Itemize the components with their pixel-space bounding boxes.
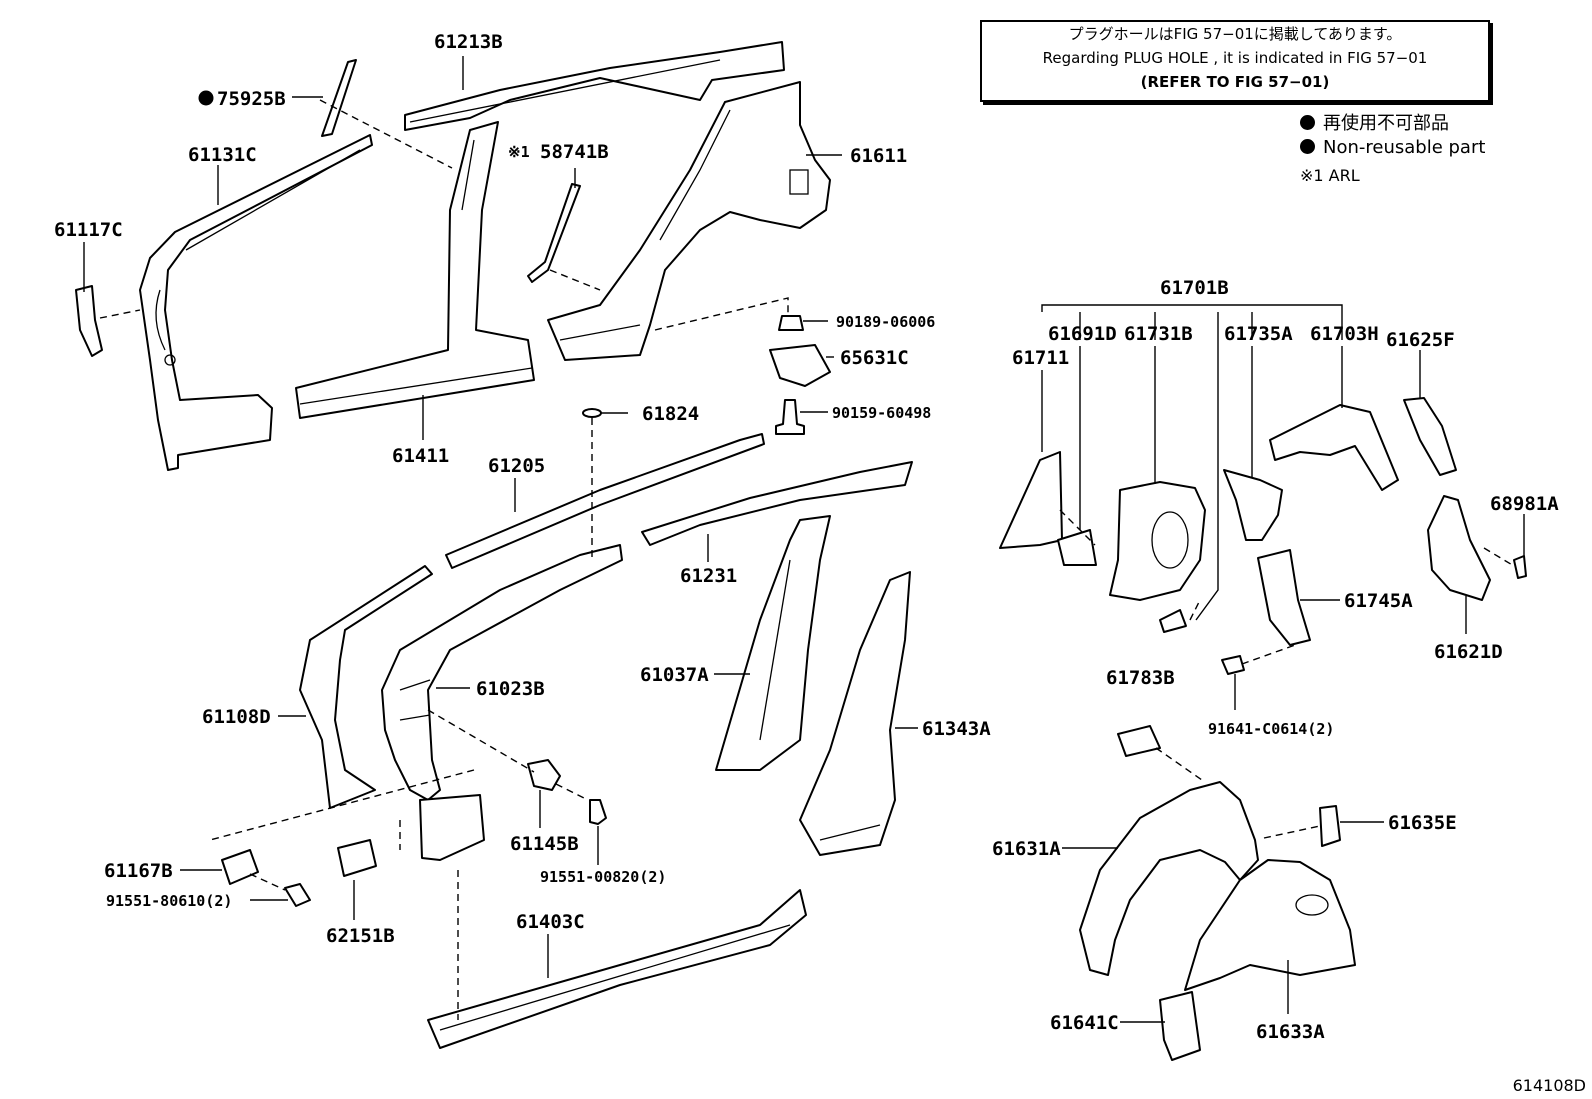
label-61783B: 61783B xyxy=(1106,667,1175,689)
label-62151B: 62151B xyxy=(326,925,395,947)
label-61735A: 61735A xyxy=(1224,323,1293,345)
label-61711: 61711 xyxy=(1012,347,1069,369)
label-61691D: 61691D xyxy=(1048,323,1117,345)
legend-arl-note: ※1 ARL xyxy=(1300,166,1360,185)
label-61411: 61411 xyxy=(392,445,449,467)
label-61131C: 61131C xyxy=(188,144,257,166)
part-62151B-block xyxy=(337,839,377,877)
part-61633A-wheel-housing xyxy=(1184,859,1356,991)
part-61117C-bracket xyxy=(75,285,103,357)
legend-jp-label: 再使用不可部品 xyxy=(1323,113,1449,134)
label-61213B: 61213B xyxy=(434,31,503,53)
part-91551-00820-bolt xyxy=(589,799,607,825)
label-65631C: 65631C xyxy=(840,347,909,369)
label-61635E: 61635E xyxy=(1388,812,1457,834)
part-61621D xyxy=(1427,495,1491,601)
part-61783B-block xyxy=(1117,725,1161,757)
label-75925B: 75925B xyxy=(217,88,286,110)
part-lower-bracket xyxy=(419,794,485,861)
part-61824-plug xyxy=(582,408,602,418)
part-68981A xyxy=(1513,555,1527,579)
dashed-connectors xyxy=(99,99,1515,1020)
part-58741B-strip xyxy=(527,183,581,283)
leader-lines xyxy=(83,56,1525,1023)
label-61621D: 61621D xyxy=(1434,641,1503,663)
part-61343A-center-pillar-inner xyxy=(799,571,911,856)
label-91641-C0614: 91641-C0614(2) xyxy=(1208,720,1334,738)
part-61131C-side-outer xyxy=(139,134,373,471)
label-61108D: 61108D xyxy=(202,706,271,728)
part-61213B-roof-rail xyxy=(404,41,785,131)
label-61167B: 61167B xyxy=(104,860,173,882)
part-61611-quarter-panel xyxy=(547,81,831,361)
label-61231: 61231 xyxy=(680,565,737,587)
part-61735A xyxy=(1223,469,1283,541)
legend-en-label: Non-reusable part xyxy=(1323,137,1486,158)
part-75925B-strip xyxy=(321,59,357,137)
part-61145B-bracket xyxy=(527,759,561,791)
note-line-english: Regarding PLUG HOLE , it is indicated in… xyxy=(1042,49,1428,67)
legend: 再使用不可部品 Non-reusable part ※1 ARL xyxy=(1300,112,1485,188)
part-61037A-center-pillar xyxy=(715,515,831,771)
bullet-dot-icon xyxy=(1300,115,1315,130)
label-90159-60498: 90159-60498 xyxy=(832,404,931,422)
part-91641-bolt xyxy=(1221,655,1245,675)
non-reusable-dot-icon xyxy=(198,90,214,106)
part-61691D xyxy=(1057,529,1097,566)
label-61824: 61824 xyxy=(642,403,699,425)
label-61703H: 61703H xyxy=(1310,323,1379,345)
label-90189-06006: 90189-06006 xyxy=(836,313,935,331)
legend-item-en: Non-reusable part xyxy=(1300,136,1485,160)
note-line-refer: (REFER TO FIG 57−01) xyxy=(1140,73,1330,91)
label-61117C: 61117C xyxy=(54,219,123,241)
part-61205-roof-rail xyxy=(445,433,765,569)
figure-code: 614108D xyxy=(1512,1076,1586,1095)
part-90189-nut xyxy=(778,315,804,331)
part-61635E xyxy=(1319,805,1341,847)
part-61711 xyxy=(999,451,1063,549)
part-91551-80610-bolt xyxy=(284,883,311,907)
label-58741B-prefix: ※1 xyxy=(508,143,530,161)
label-91551-80610: 91551-80610(2) xyxy=(106,892,232,910)
part-clip xyxy=(1159,609,1187,633)
bullet-dot-icon xyxy=(1300,139,1315,154)
label-61205: 61205 xyxy=(488,455,545,477)
part-61731B xyxy=(1109,481,1206,601)
label-61633A: 61633A xyxy=(1256,1021,1325,1043)
label-61701B: 61701B xyxy=(1160,277,1229,299)
label-61745A: 61745A xyxy=(1344,590,1413,612)
label-61023B: 61023B xyxy=(476,678,545,700)
label-61145B: 61145B xyxy=(510,833,579,855)
label-68981A: 68981A xyxy=(1490,493,1559,515)
part-61167B-bracket xyxy=(221,849,259,885)
part-61023B-pillar-inner xyxy=(381,544,623,801)
label-61403C: 61403C xyxy=(516,911,585,933)
legend-item-jp: 再使用不可部品 xyxy=(1300,112,1485,136)
label-61631A: 61631A xyxy=(992,838,1061,860)
part-61403C-rocker xyxy=(427,889,807,1049)
part-61411-pillar-rocker xyxy=(295,121,535,419)
note-line-japanese: プラグホールはFIG 57−01に掲載してあります。 xyxy=(1068,25,1402,43)
part-61641C xyxy=(1159,991,1201,1061)
part-61108D-pillar xyxy=(299,565,433,809)
label-61731B: 61731B xyxy=(1124,323,1193,345)
part-65631C-bracket xyxy=(769,344,831,387)
part-90159-bolt xyxy=(775,399,805,435)
label-61343A: 61343A xyxy=(922,718,991,740)
part-61231-rail xyxy=(641,461,913,546)
label-61625F: 61625F xyxy=(1386,329,1455,351)
reference-note-box: プラグホールはFIG 57−01に掲載してあります。 Regarding PLU… xyxy=(980,20,1490,102)
label-61641C: 61641C xyxy=(1050,1012,1119,1034)
part-61703H xyxy=(1269,404,1399,491)
part-61745A xyxy=(1257,549,1311,646)
label-61037A: 61037A xyxy=(640,664,709,686)
label-61611: 61611 xyxy=(850,145,907,167)
part-61625F xyxy=(1403,397,1457,476)
label-58741B: 58741B xyxy=(540,141,609,163)
label-91551-00820: 91551-00820(2) xyxy=(540,868,666,886)
